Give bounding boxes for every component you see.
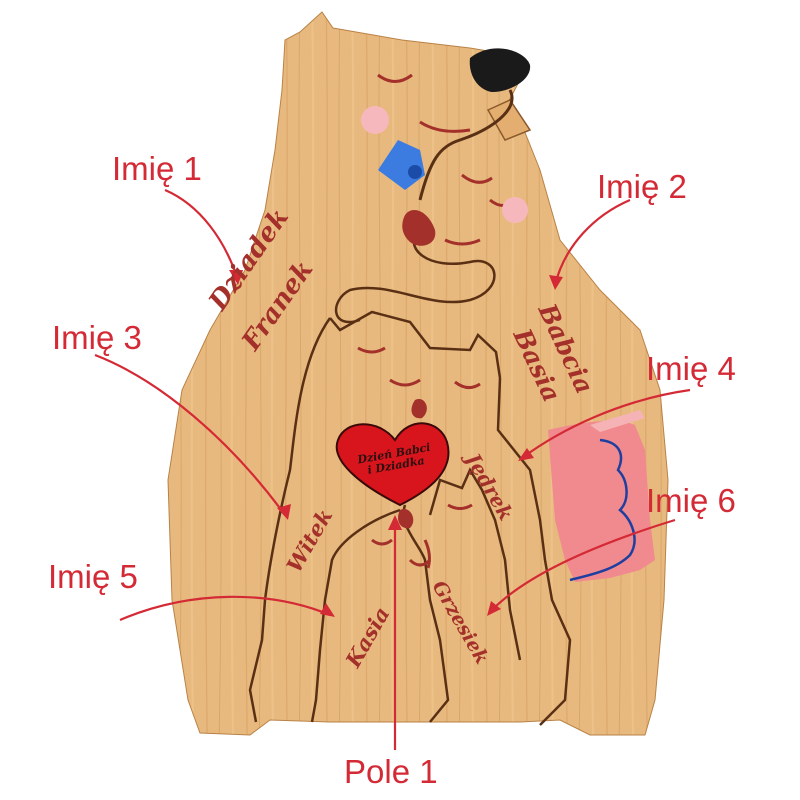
child-nose-2 xyxy=(411,399,427,419)
child-eye-4 xyxy=(371,538,393,546)
callout-name1: Imię 1 xyxy=(112,150,202,187)
child-smile-1 xyxy=(389,378,421,387)
callout-name2: Imię 2 xyxy=(597,168,687,205)
grandpa-cheek xyxy=(361,106,389,134)
bow-tie-knot xyxy=(408,165,422,179)
callout-name5: Imię 5 xyxy=(48,558,138,595)
apron-shape xyxy=(548,420,655,582)
grandma-eye xyxy=(461,173,493,184)
heart-shape xyxy=(335,422,450,507)
child-nose-4 xyxy=(398,509,414,529)
child-mouth-3 xyxy=(423,539,431,569)
callout-arrowheads xyxy=(229,270,563,617)
apron-string xyxy=(590,410,645,432)
grandma-smile xyxy=(444,238,481,246)
callout-arrows xyxy=(94,188,691,750)
grandma-ear xyxy=(486,99,532,141)
callout-name6: Imię 6 xyxy=(646,482,736,519)
callout-name3: Imię 3 xyxy=(52,319,142,356)
child-eye-1 xyxy=(357,346,386,354)
grandpa-snout xyxy=(469,48,531,92)
grandpa-snout-line xyxy=(418,89,514,201)
child-eye-3 xyxy=(447,503,473,510)
grandpa-eye xyxy=(377,73,413,83)
grandpa-smile xyxy=(419,120,471,133)
grandma-cheek xyxy=(502,197,528,223)
callout-field1: Pole 1 xyxy=(344,753,438,790)
apron-trim xyxy=(569,438,636,582)
grandma-nose xyxy=(402,210,436,246)
callout-name4: Imię 4 xyxy=(646,350,736,387)
child-eye-2 xyxy=(454,380,481,389)
